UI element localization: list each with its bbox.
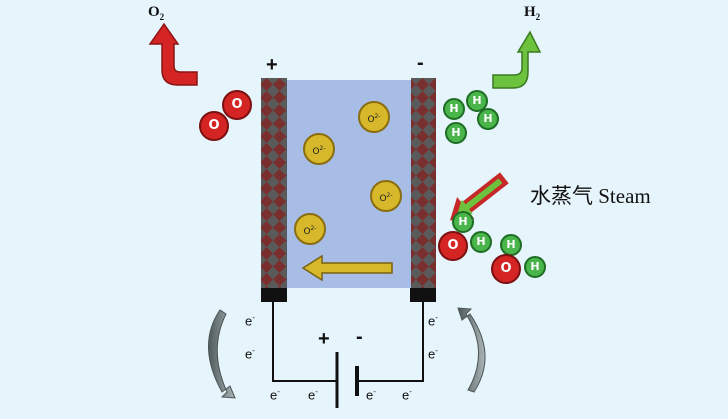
hydrogen-atom: H <box>466 90 488 112</box>
oxygen-atom: O <box>199 111 229 141</box>
electron-label: e- <box>308 387 318 403</box>
hydrogen-atom: H <box>477 108 499 130</box>
oxygen-atom: O <box>491 254 521 284</box>
cathode-terminal <box>410 288 436 302</box>
hydrogen-atom: H <box>452 211 474 233</box>
ion-flow-arrow <box>301 254 393 282</box>
electron-label: e- <box>428 346 438 362</box>
hydrogen-label: H2 <box>524 4 541 22</box>
anode-sign: + <box>266 54 278 76</box>
electron-label: e- <box>245 346 255 362</box>
anode <box>261 78 287 290</box>
hydrogen-atom: H <box>470 231 492 253</box>
oxide-ion: O2- <box>303 133 335 165</box>
oxygen-atom: O <box>222 90 252 120</box>
steam-label: 水蒸气 Steam <box>530 184 651 208</box>
electron-label: e- <box>402 387 412 403</box>
cathode <box>411 78 436 290</box>
oxygen-atom: O <box>438 231 468 261</box>
electron-flow-arrow-right <box>457 307 486 393</box>
wire-right <box>358 302 424 382</box>
hydrogen-atom: H <box>443 98 465 120</box>
oxygen-label: O2 <box>148 4 165 22</box>
hydrogen-atom: H <box>500 234 522 256</box>
oxygen-arrow <box>148 22 198 86</box>
hydrogen-atom: H <box>445 122 467 144</box>
steam-arrow <box>449 172 509 221</box>
electron-flow-arrow-left <box>208 309 236 399</box>
hydrogen-atom: H <box>524 256 546 278</box>
hydrogen-arrow <box>492 30 542 89</box>
oxide-ion: O2- <box>294 213 326 245</box>
electron-label: e- <box>366 387 376 403</box>
electron-label: e- <box>245 313 255 329</box>
electron-label: e- <box>428 313 438 329</box>
battery-plus-sign: + <box>318 328 330 350</box>
wire-left <box>272 302 336 382</box>
anode-terminal <box>261 288 287 302</box>
oxide-ion: O2- <box>358 101 390 133</box>
battery-minus-sign: - <box>356 326 363 348</box>
oxide-ion: O2- <box>370 180 402 212</box>
cathode-sign: - <box>417 52 424 74</box>
electron-label: e- <box>270 387 280 403</box>
